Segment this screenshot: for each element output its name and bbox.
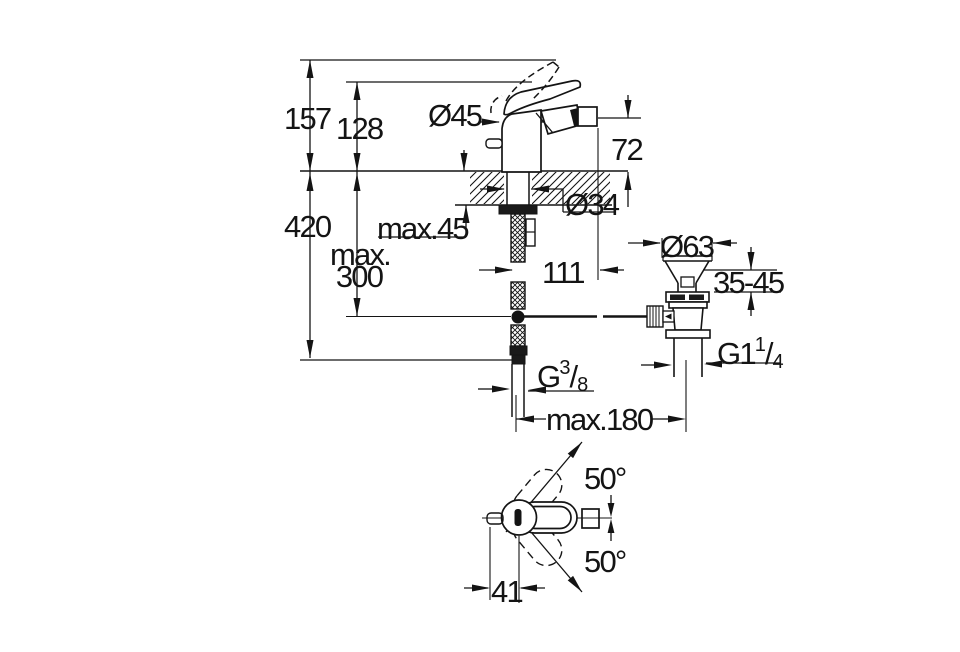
flex-hose-upper xyxy=(510,213,526,263)
dim-label-spout-reach: 111 xyxy=(542,255,586,290)
dim-label-clamp-range: 35-45 xyxy=(713,265,785,300)
dim-label-swivel-lower: 50° xyxy=(584,544,627,579)
supply-thread-base: G xyxy=(537,359,561,394)
drain-valve-assembly xyxy=(646,255,713,377)
dim-label-total-depth: 420 xyxy=(284,209,332,244)
dim-label-waste-thread: G11/4 xyxy=(717,335,784,372)
dim-label-waste-diameter: Ø63 xyxy=(660,229,715,264)
pop-up-knob xyxy=(485,138,503,149)
flex-hose-lower xyxy=(510,324,526,347)
waste-bottom-flange xyxy=(665,329,711,339)
dim-label-handle-offset: 41 xyxy=(491,574,524,609)
supply-assembly xyxy=(498,204,538,417)
mounting-deck-section xyxy=(300,170,628,206)
flex-hose-middle xyxy=(510,281,526,310)
dim-label-hose-depth-line2: 300 xyxy=(335,259,384,294)
pivot-pin xyxy=(514,509,522,526)
waste-body xyxy=(672,307,704,331)
supply-nut-g38 xyxy=(511,354,526,365)
dim-label-hole-diameter: Ø34 xyxy=(565,187,620,222)
dim-label-supply-thread: G3/8 xyxy=(537,358,588,395)
supply-thread-sup: 3 xyxy=(559,357,570,379)
faucet-body xyxy=(501,109,542,173)
dim-label-hose-depth-line1: max. xyxy=(330,237,392,272)
rod-connector-knob xyxy=(646,305,664,328)
dim-label-swivel-upper: 50° xyxy=(584,461,627,496)
waste-thread-sub: 4 xyxy=(772,351,784,373)
faucet-front-view xyxy=(485,61,598,205)
handle-swivel-upper-outline xyxy=(512,468,563,522)
dim-label-hose-depth: max. 300 xyxy=(330,239,392,292)
waste-thread-slash: / xyxy=(764,336,774,371)
lever-handle-raised-outline xyxy=(490,61,560,114)
waste-thread-sup: 1 xyxy=(754,334,766,356)
supply-thread-sub: 8 xyxy=(577,374,588,396)
dim-label-handle-height: 128 xyxy=(336,111,384,146)
rod-ball-joint xyxy=(511,310,525,324)
hose-fitting xyxy=(509,345,528,356)
dim-label-total-height: 157 xyxy=(284,101,332,136)
supply-thread-slash: / xyxy=(569,359,578,394)
aerator-tip xyxy=(577,106,598,127)
waste-plug-stem xyxy=(680,276,695,288)
lever-handle xyxy=(503,79,582,116)
mounting-nut xyxy=(498,204,538,215)
dim-label-spout-height: 72 xyxy=(611,132,644,167)
rod-knob-plan xyxy=(486,512,504,525)
dim-label-body-diameter: Ø45 xyxy=(428,98,483,133)
waste-thread-base: G1 xyxy=(717,336,757,371)
dim-label-max-spacing: max.180 xyxy=(546,402,654,437)
spout-tip-plan xyxy=(581,508,600,529)
pop-up-rod xyxy=(346,310,648,324)
dim-label-deck-thickness: max.45 xyxy=(377,211,470,246)
faucet-top-view xyxy=(486,468,600,567)
